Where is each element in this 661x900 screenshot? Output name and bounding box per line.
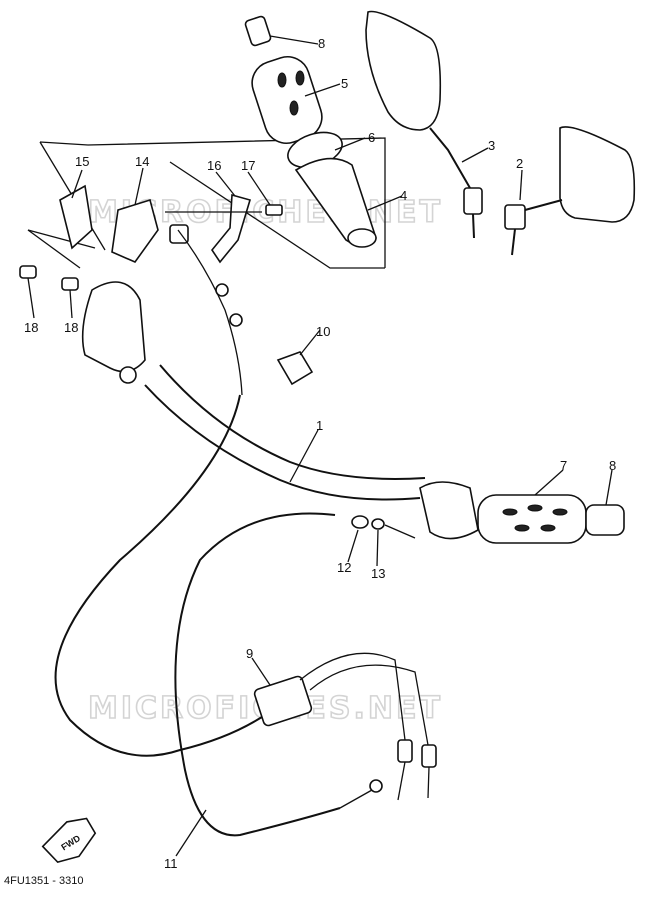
adjuster-parts: [351, 515, 416, 539]
label-part-18-a: 18: [24, 320, 38, 335]
label-part-9: 9: [246, 646, 253, 661]
right-grip-assembly: [419, 481, 625, 544]
label-part-13: 13: [371, 566, 385, 581]
label-part-6: 6: [368, 130, 375, 145]
throttle-cable: [174, 512, 383, 837]
label-part-18-b: 18: [64, 320, 78, 335]
left-mirror: [365, 10, 483, 239]
label-part-4: 4: [400, 188, 407, 203]
lever-holder-parts: [59, 184, 283, 264]
label-part-2: 2: [516, 156, 523, 171]
part-labels: 1 2 3 4 5 6 7 8 8 9 10 11 12 13 14 15 16…: [24, 36, 616, 871]
left-grip-assembly: [244, 15, 377, 248]
right-mirror: [504, 126, 636, 256]
label-part-10: 10: [316, 324, 330, 339]
handlebar: [144, 364, 426, 501]
label-part-5: 5: [341, 76, 348, 91]
fwd-arrow: FWD: [41, 817, 97, 864]
label-part-1: 1: [316, 418, 323, 433]
label-part-17: 17: [241, 158, 255, 173]
cable-clamp: [276, 351, 314, 386]
label-part-3: 3: [488, 138, 495, 153]
label-part-7: 7: [560, 458, 567, 473]
label-part-8-left: 8: [318, 36, 325, 51]
diagram-code: 4FU1351 - 3310: [4, 875, 84, 887]
cable-junction: [253, 652, 437, 801]
left-switch-housing: [81, 281, 146, 384]
label-part-8-right: 8: [609, 458, 616, 473]
clutch-cable: [54, 229, 266, 757]
label-part-16: 16: [207, 158, 221, 173]
label-part-12: 12: [337, 560, 351, 575]
leader-lines: [27, 35, 613, 857]
label-part-11: 11: [164, 856, 178, 871]
label-part-15: 15: [75, 154, 89, 169]
label-part-14: 14: [135, 154, 149, 169]
